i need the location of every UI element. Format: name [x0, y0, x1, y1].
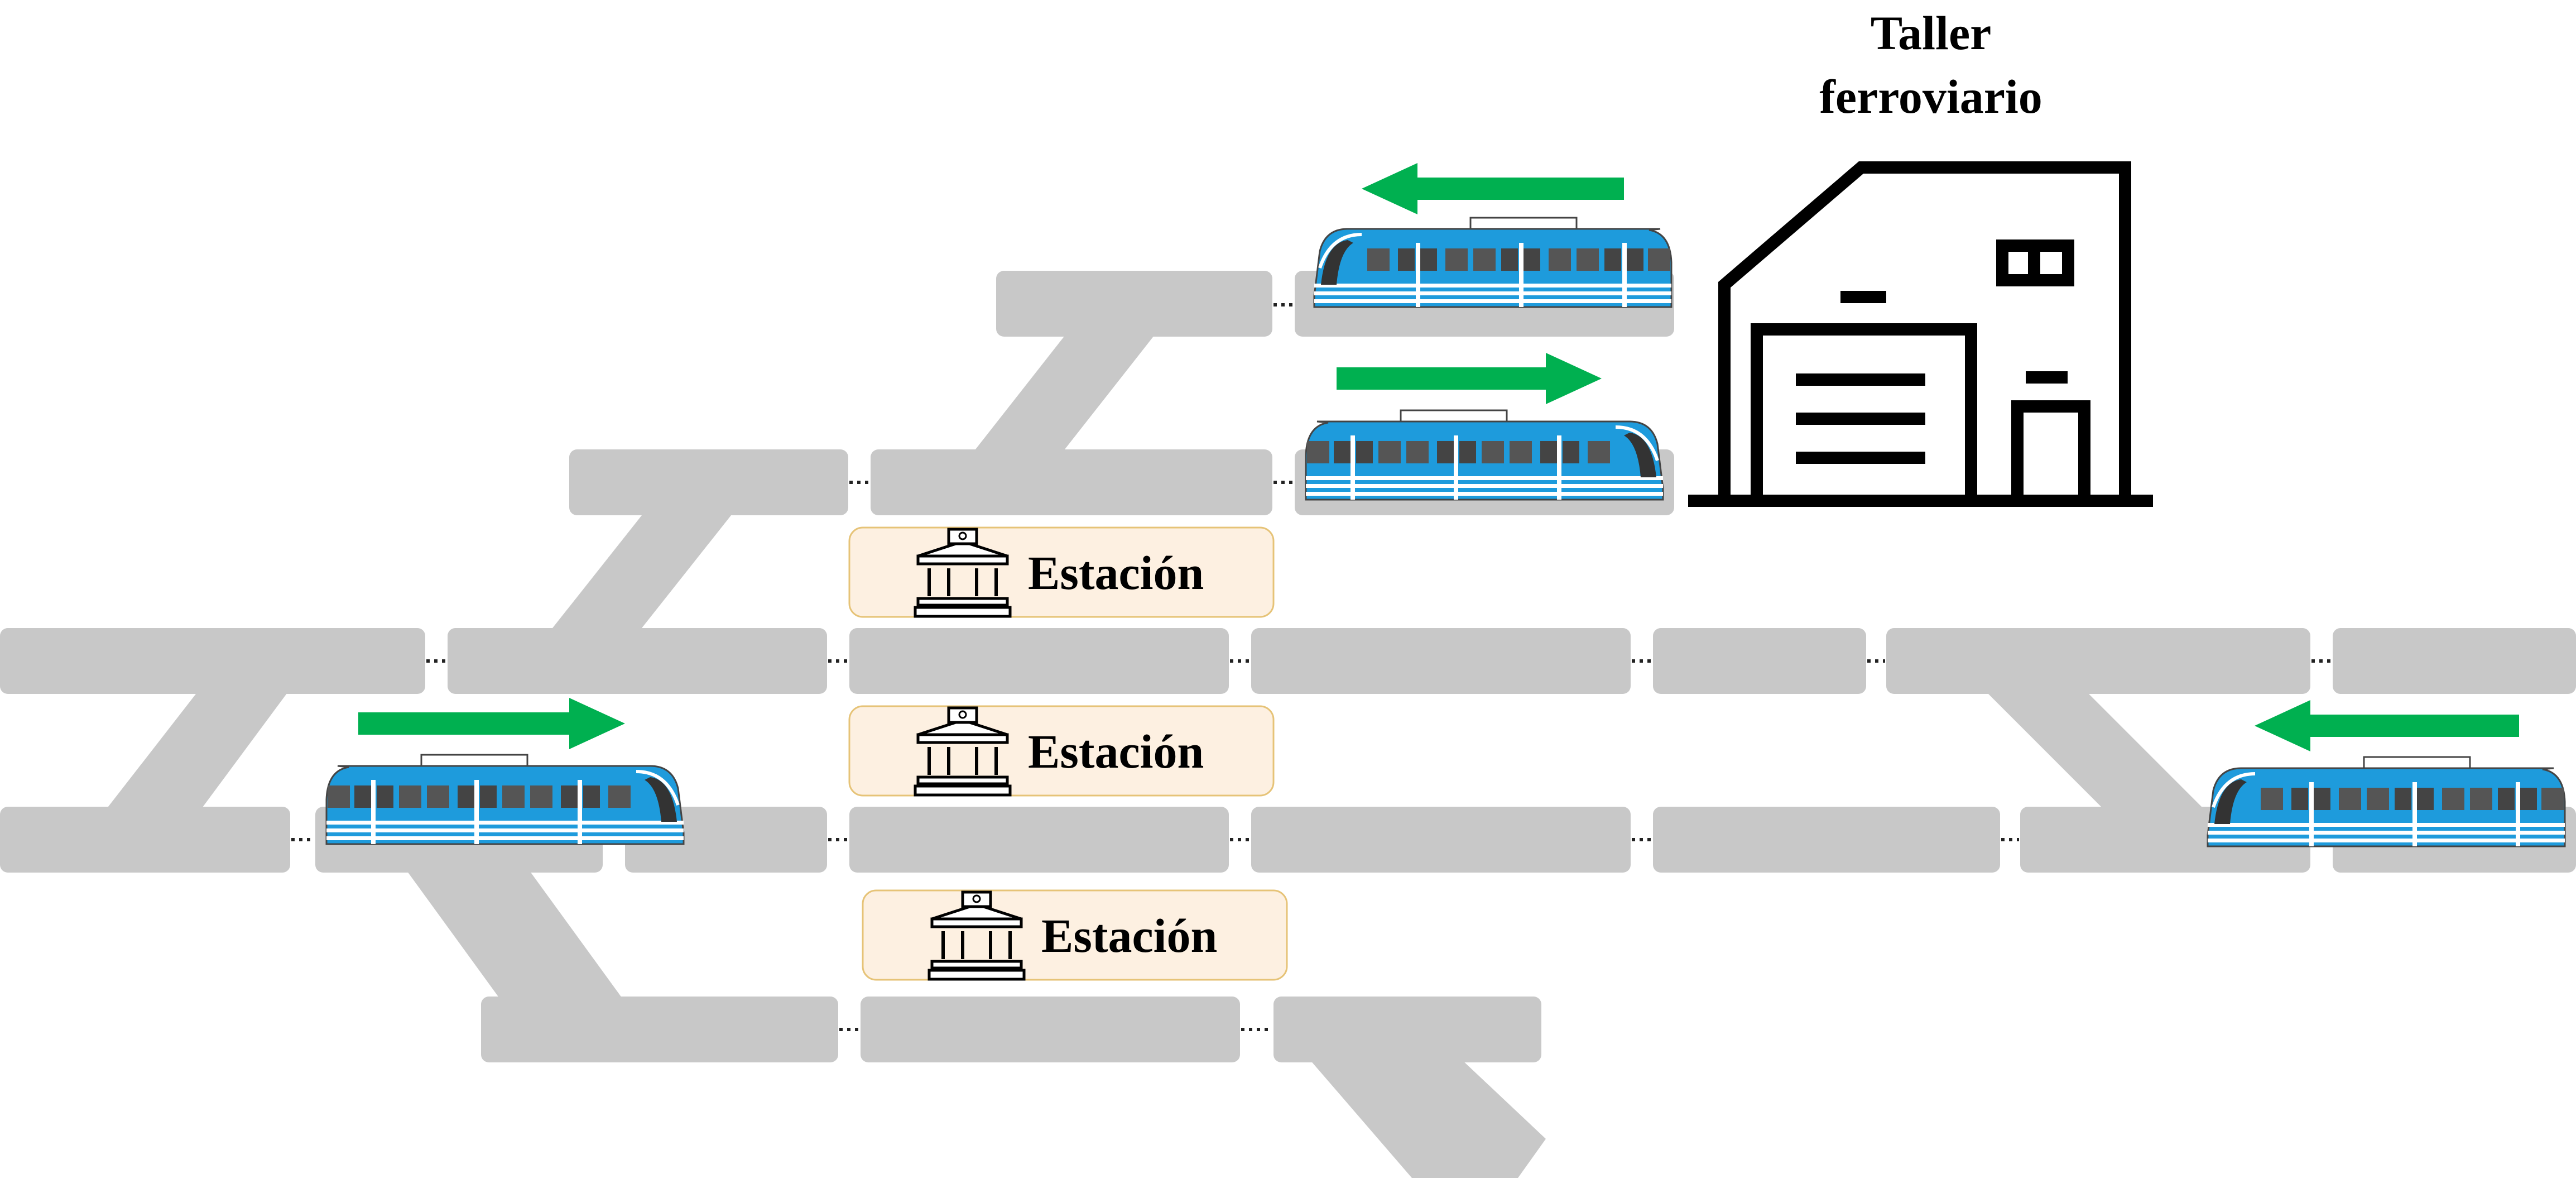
connector-5: [1987, 692, 2210, 815]
train-icon: [2208, 757, 2565, 846]
track-segment: [1653, 807, 2000, 873]
track-segment: [1251, 807, 1631, 873]
track-connectors: [106, 299, 2210, 1178]
station-3: Estación: [862, 889, 1288, 980]
track-segment: [996, 271, 1272, 337]
workshop: Taller ferroviario: [1688, 6, 2153, 507]
arrow-left-icon: [1362, 163, 1624, 214]
track-segment: [2333, 628, 2576, 694]
track-segment: [481, 997, 838, 1062]
arrow-right-icon: [1337, 353, 1602, 404]
train-icon: [1314, 218, 1671, 307]
workshop-title-line1: Taller: [1871, 6, 1992, 60]
building-icon: [1688, 161, 2153, 507]
track-segment: [0, 628, 425, 694]
train-icon: [326, 755, 684, 844]
track-segments: [0, 271, 2576, 1062]
train-3: [326, 755, 684, 844]
station-label: Estación: [1028, 725, 1204, 778]
track-segment: [1273, 997, 1541, 1062]
connector-2: [552, 480, 759, 628]
track-segment: [849, 628, 1229, 694]
connector-6: [1306, 1050, 1546, 1178]
arrow-right-icon: [358, 698, 625, 749]
station-label: Estación: [1041, 909, 1217, 962]
train-1: [1314, 218, 1671, 307]
station-2: Estación: [848, 705, 1275, 796]
track-segment: [569, 449, 848, 515]
track-segment: [861, 997, 1240, 1062]
arrow-left-icon: [2255, 700, 2519, 751]
track-segment: [0, 807, 290, 873]
train-2: [1306, 410, 1663, 500]
workshop-title-line2: ferroviario: [1819, 70, 2042, 123]
track-segment: [448, 628, 827, 694]
direction-arrows: [358, 163, 2519, 751]
connector-1: [971, 299, 1183, 455]
connector-4: [391, 849, 625, 1002]
connector-3: [106, 659, 313, 809]
station-1: Estación: [848, 526, 1275, 617]
track-segment: [849, 807, 1229, 873]
station-label: Estación: [1028, 546, 1204, 600]
track-segment: [1653, 628, 1866, 694]
train-icon: [1306, 410, 1663, 500]
track-segment: [1886, 628, 2310, 694]
track-segment: [1251, 628, 1631, 694]
track-segment: [871, 449, 1272, 515]
train-4: [2208, 757, 2565, 846]
